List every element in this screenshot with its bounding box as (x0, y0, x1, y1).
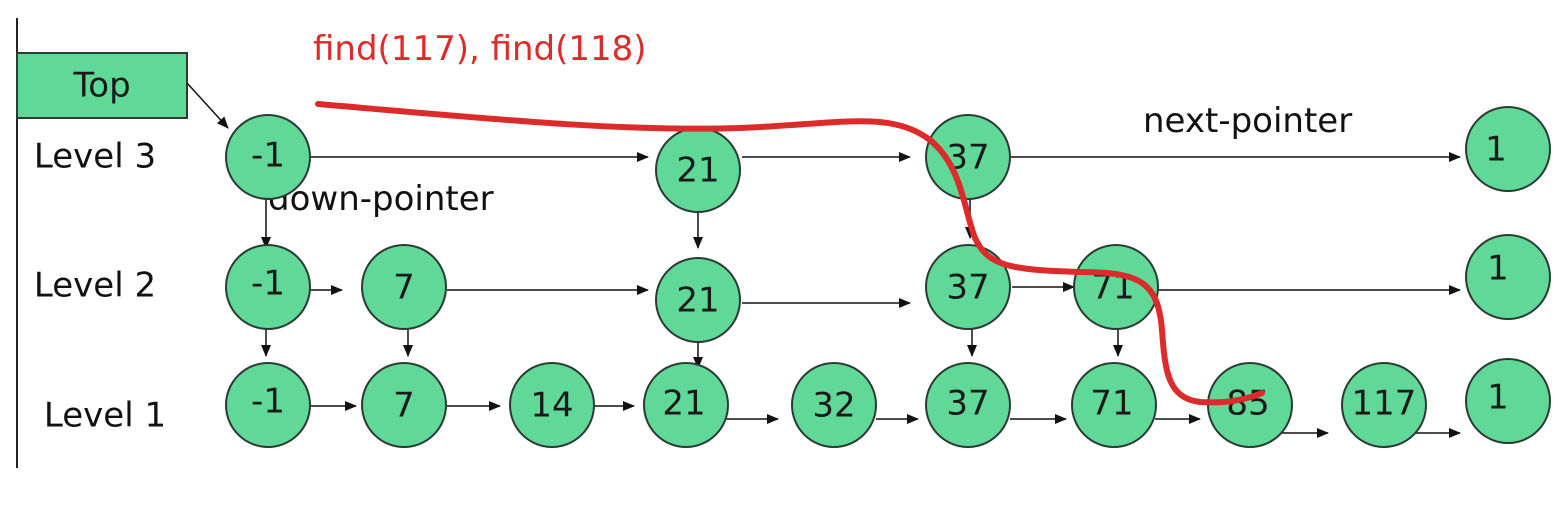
skiplist-node: 71 (1071, 362, 1157, 448)
node-value: 7 (393, 268, 415, 308)
skiplist-node: 1 (1465, 106, 1551, 192)
level-label-2: Level 2 (34, 266, 156, 306)
level-1-nodes: -1 7 14 21 32 37 71 85 (225, 358, 1551, 448)
level-2-nodes: -1 7 21 37 71 1 (225, 234, 1551, 343)
skiplist-node: 32 (791, 362, 877, 448)
node-value: 21 (676, 151, 719, 191)
next-pointer-label: next-pointer (1143, 101, 1352, 141)
node-value: 117 (1352, 384, 1417, 424)
node-value: 71 (1090, 384, 1133, 424)
skiplist-node: 117 (1341, 362, 1427, 448)
node-value: -1 (251, 382, 285, 422)
node-value: 14 (530, 386, 573, 426)
level-label-3: Level 3 (34, 137, 156, 177)
node-value: 37 (946, 384, 989, 424)
top-pointer-arrow (186, 82, 229, 129)
skiplist-node: 21 (655, 257, 741, 343)
node-value: 1 (1487, 378, 1509, 418)
node-value: 32 (812, 386, 855, 426)
skiplist-node: -1 (225, 244, 311, 330)
node-value: 37 (946, 268, 989, 308)
level-2-next-pointers (310, 282, 1461, 308)
node-value: 21 (676, 281, 719, 321)
node-value: 21 (662, 384, 705, 424)
skiplist-node: 37 (925, 114, 1011, 200)
skiplist-node: 37 (925, 244, 1011, 330)
skiplist-node: 7 (361, 244, 447, 330)
top-box (16, 52, 188, 119)
down-pointer-label: down-pointer (268, 179, 494, 219)
skiplist-node: -1 (225, 362, 311, 448)
node-value: 1 (1485, 130, 1507, 170)
skiplist-node: 1 (1465, 234, 1551, 320)
top-label: Top (72, 66, 130, 106)
skiplist-node: 21 (643, 362, 729, 448)
skiplist-node: -1 (225, 114, 311, 200)
skiplist-node: 21 (655, 127, 741, 213)
node-value: 1 (1487, 249, 1509, 289)
level-label-1: Level 1 (44, 396, 166, 436)
skiplist-node: 37 (925, 362, 1011, 448)
search-path (315, 101, 1265, 406)
skiplist-node: 14 (509, 362, 595, 448)
node-value: -1 (251, 264, 285, 304)
diagram-title: find(117), find(118) (313, 29, 647, 69)
node-value: 7 (393, 386, 415, 426)
node-value: -1 (251, 136, 285, 176)
skiplist-node: 1 (1465, 358, 1551, 444)
skiplist-node: 7 (361, 362, 447, 448)
